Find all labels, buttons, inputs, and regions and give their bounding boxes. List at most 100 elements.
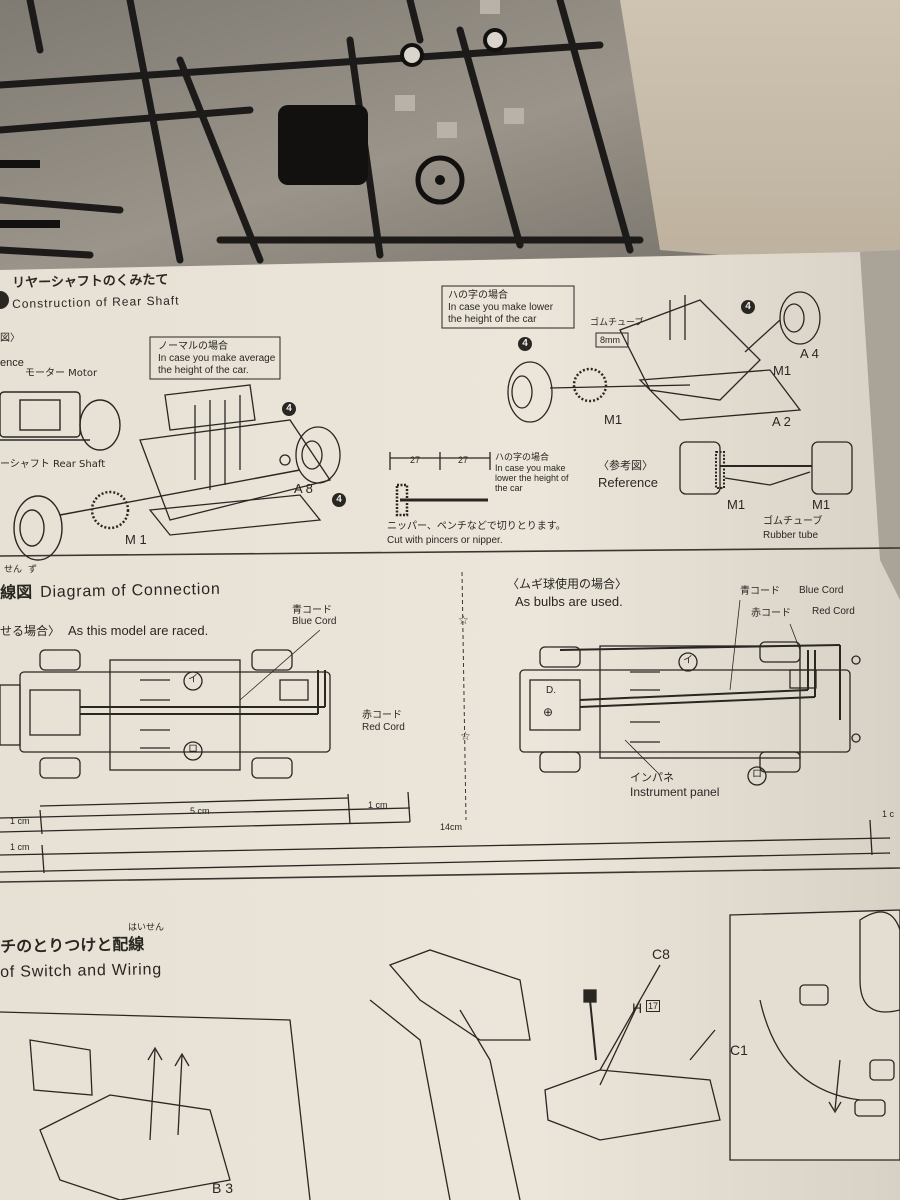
blue-cord-en-2: Blue Cord	[799, 585, 844, 596]
tube-length: 8mm	[600, 335, 620, 345]
small-note-en-2: lower the height of	[495, 473, 569, 483]
switch-wiring-drawing	[0, 909, 900, 1200]
lower-case-en-1: In case you make lower	[448, 302, 554, 313]
lower-case-jp: ハの字の場合	[448, 290, 508, 301]
part-m1: M1	[727, 497, 746, 512]
part-a2: A 2	[772, 414, 791, 429]
ruby-sen: せん	[4, 565, 23, 575]
cut-instruction-jp: ニッパー、ペンチなどで切りとります。	[387, 521, 566, 532]
small-note-en-3: the car	[495, 483, 523, 493]
red-cord-en-2: Red Cord	[812, 606, 855, 617]
normal-case-box	[149, 336, 281, 380]
part-m1: M1	[773, 363, 792, 378]
lower-case-box	[441, 285, 575, 329]
mark-i: イ	[188, 674, 198, 685]
lowered-assembly-drawing	[507, 291, 821, 423]
motor-chassis-drawing	[0, 391, 121, 451]
cut-instruction-en: Cut with pincers or nipper.	[387, 535, 503, 546]
red-cord-jp: 赤コード	[362, 710, 402, 721]
star-marker: ☆	[458, 613, 469, 627]
bulbs-label-jp: 〈ムギ球使用の場合〉	[507, 577, 628, 591]
section-center-divider	[461, 571, 467, 821]
mark-ro: ロ	[188, 744, 198, 755]
blue-cord-jp: 青コード	[292, 605, 332, 616]
switch-title-en: of Switch and Wiring	[0, 961, 163, 981]
normal-case-en-2: the height of the car.	[158, 365, 249, 376]
part-a8: A 8	[294, 481, 313, 496]
plus-terminal: ⊕	[543, 705, 554, 719]
ruby-haisen: はいせん	[128, 923, 165, 933]
sprue-frame	[0, 0, 644, 264]
lower-case-en-2: the height of the car	[448, 314, 537, 325]
reference-jp: 〈参考図〉	[598, 459, 653, 472]
rubber-tube-en: Rubber tube	[763, 530, 819, 541]
blue-cord-jp-2: 青コード	[740, 586, 780, 597]
red-cord-en: Red Cord	[362, 722, 405, 733]
motor-label: モーター Motor	[25, 368, 98, 379]
diagram-title-jp: 線図	[0, 582, 33, 602]
dimension-27-a: 27	[410, 455, 421, 465]
part-b3: B 3	[212, 1180, 234, 1196]
part-4-callout: 4	[518, 337, 532, 351]
part-a4: A 4	[800, 346, 819, 361]
part-m1: M 1	[125, 532, 147, 547]
raced-label-jp: せる場合〉	[0, 624, 61, 638]
underlying-sheet	[860, 250, 900, 600]
sprue-parts	[0, 0, 524, 228]
part-m1: M1	[604, 412, 623, 427]
diagram-title-en: Diagram of Connection	[40, 580, 221, 601]
star-marker: ☆	[460, 729, 471, 743]
ruby-zu: ず	[28, 565, 38, 575]
scale-14cm: 14cm	[440, 822, 463, 832]
rubber-tube-jp-2: ゴムチューブ	[763, 516, 823, 527]
wiring-diagram-race	[0, 629, 331, 779]
small-note-jp: ハの字の場合	[495, 453, 550, 463]
tube-size-box	[595, 332, 629, 348]
normal-case-en-1: In case you make average	[158, 353, 276, 364]
part-h-number: 17	[646, 1000, 661, 1013]
small-note-en-1: In case you make	[495, 463, 566, 473]
part-h: H	[632, 1000, 643, 1016]
rubber-tube-jp: ゴムチューブ	[590, 318, 644, 328]
instruction-paper	[0, 252, 900, 1200]
wiring-diagram-bulbs	[519, 599, 861, 786]
part-c1: C1	[730, 1042, 748, 1058]
dimension-27-b: 27	[458, 455, 469, 465]
part-4-callout: 4	[741, 300, 755, 314]
section-divider-1	[0, 547, 900, 557]
section-divider-2	[0, 867, 900, 883]
reference-drawing	[679, 441, 853, 495]
scale-1cm-a: 1 cm	[10, 816, 30, 826]
raced-label-en: As this model are raced.	[68, 623, 209, 638]
cut-diagram	[389, 452, 491, 517]
scale-1cm-c: 1 cm	[10, 842, 30, 852]
cloth-background	[620, 0, 900, 270]
scale-1cm-b: 1 cm	[368, 800, 388, 810]
bulbs-label-en: As bulbs are used.	[515, 594, 623, 609]
switch-title-jp: チのとりつけと配線	[0, 934, 145, 956]
instrument-panel-en: Instrument panel	[630, 785, 720, 799]
rear-shaft-assembly-drawing	[139, 384, 341, 536]
normal-case-jp: ノーマルの場合	[158, 341, 228, 352]
scale-1c: 1 c	[882, 809, 895, 819]
part-m1: M1	[812, 497, 831, 512]
scale-rulers	[0, 791, 891, 874]
red-cord-jp-2: 赤コード	[751, 608, 791, 619]
d-label: D.	[546, 685, 556, 696]
rear-wheel-left-drawing	[13, 469, 301, 561]
rear-shaft-label: ーシャフト Rear Shaft	[0, 459, 106, 470]
step-number-marker	[0, 291, 9, 309]
instrument-panel-jp: インパネ	[630, 771, 674, 784]
reference-label-jp: 図〉	[0, 333, 20, 344]
part-c8: C8	[652, 946, 670, 962]
part-4-callout: 4	[332, 493, 346, 507]
part-4-callout: 4	[282, 402, 296, 416]
reference-en: Reference	[598, 475, 658, 490]
scale-5cm: 5 cm	[190, 806, 210, 816]
mark-ro-2: ロ	[752, 769, 762, 780]
reference-label-en: ence	[0, 357, 24, 369]
mark-i-2: イ	[683, 655, 693, 666]
blue-cord-en: Blue Cord	[292, 616, 337, 627]
